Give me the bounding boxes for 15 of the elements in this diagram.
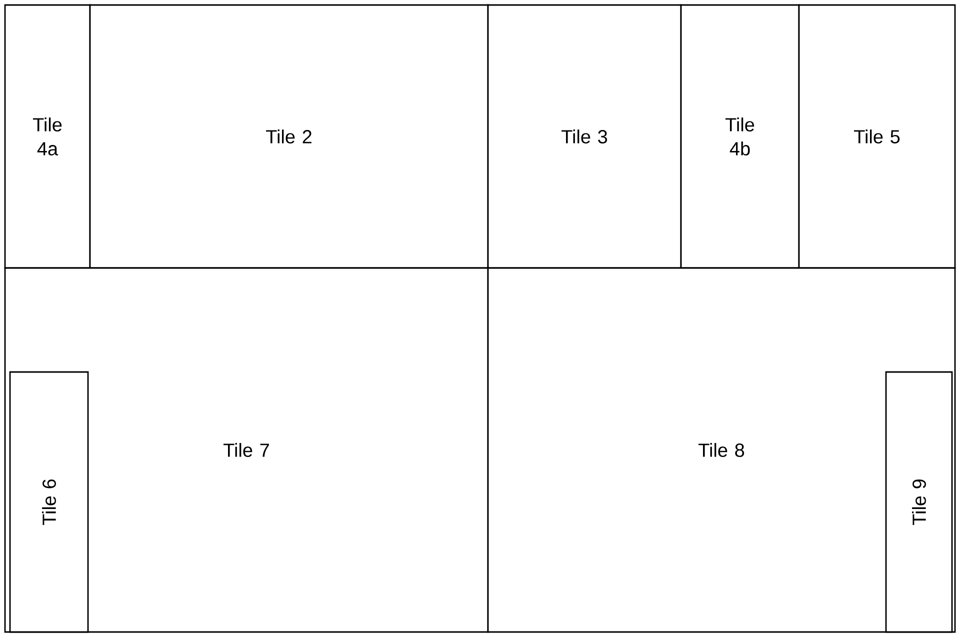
tile-box xyxy=(9,371,89,633)
tile-label: Tile 7 xyxy=(224,443,269,457)
tile-box xyxy=(487,4,682,269)
tile-label: Tile 4b xyxy=(725,118,754,156)
tile-box xyxy=(680,4,800,269)
tile-box xyxy=(4,4,91,269)
tile-label: Tile 5 xyxy=(854,130,900,144)
tile-label: Tile 6 xyxy=(42,479,56,525)
tile-label: Tile 4a xyxy=(32,118,62,156)
tile-label: Tile 9 xyxy=(912,480,926,525)
tile-label: Tile 8 xyxy=(698,443,744,457)
tile-box xyxy=(885,371,953,633)
tile-label: Tile 2 xyxy=(266,130,312,144)
tile-box xyxy=(798,4,956,269)
tile-label: Tile 3 xyxy=(562,130,608,144)
